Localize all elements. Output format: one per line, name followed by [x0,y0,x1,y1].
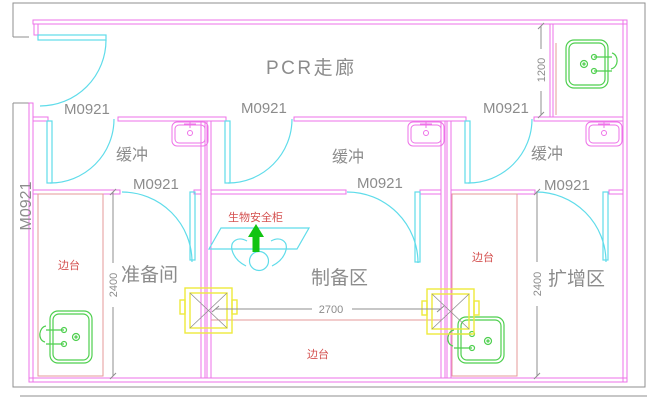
walls [28,19,628,383]
dimensions: 2700 2400 2400 1200 [108,22,548,380]
dimension-line-2400-right [533,188,541,380]
amplification-bench [451,193,518,377]
dimension-line-2400-left [109,188,117,380]
up-arrow-icon [248,224,264,252]
dimension-2400-left: 2400 [108,273,120,297]
buffer1-door-arc [49,118,115,184]
corridor-south-wall-c [293,116,467,122]
biosafety-cabinet-icon [207,227,311,250]
outer-boundary [12,2,647,397]
top-wall [32,19,628,25]
divider-wall-right-b [446,120,452,379]
biosafety-cabinet-label: 生物安全柜 [228,210,283,224]
dimension-line-2700 [211,305,445,313]
benches [37,43,557,377]
mid-wall-f [608,189,624,195]
handwash-sink-icon [171,121,209,147]
room-label-amplification-area: 扩增区 [548,268,605,290]
bench-label-amplification: 边台 [472,250,494,264]
buffer-sinks [171,121,623,147]
entrance-door-jamb [33,23,39,36]
washroom-wall [549,23,554,118]
room-label-production-area: 制备区 [311,267,368,289]
buffer1-door-leaf [46,120,53,184]
mid-wall-e [450,189,536,195]
room-label-buffer-3: 缓冲 [531,145,563,163]
corridor-south-wall-b [117,116,227,122]
prep-room-bench [37,193,104,377]
door-label-buffer1: M0921 [64,101,110,118]
handwash-sink-icon [407,121,445,147]
transfer-windows [179,287,480,335]
prep-room-door-arc [121,191,193,263]
text-labels: PCR走廊 M0921 M0921 M0921 M0921 M0921 M092… [18,57,605,361]
amplification-door-arc [535,191,607,263]
lab-sink-icon [565,39,618,89]
corridor-south-wall-d [533,116,624,122]
bench-label-prep: 边台 [58,258,80,272]
divider-wall-right-a [440,120,446,379]
dimension-line-1200 [537,22,545,119]
lab-sink-icon [447,316,505,364]
buffer2-door-arc [227,118,293,184]
transfer-window-icon [179,287,238,334]
biosafety-cabinet-group [207,224,311,272]
mid-wall-c [210,189,347,195]
bottom-wall [28,377,628,383]
entrance-jamb-lines [13,36,29,104]
dimension-2400-right: 2400 [532,272,544,296]
door-label-prep-room: M0921 [133,176,179,193]
corridor-south-wall-a [32,116,49,122]
lab-sink-icon [39,310,93,364]
doors [37,34,609,264]
room-label-prep-room: 准备间 [121,264,178,286]
dimension-1200: 1200 [536,58,548,82]
door-label-production: M0921 [357,175,403,192]
door-label-buffer2: M0921 [241,100,287,117]
buffer3-door-arc [467,118,533,184]
buffer2-door-leaf [224,120,231,184]
mid-wall-a [32,189,121,195]
entrance-door-leaf [37,34,107,41]
dimension-2700: 2700 [319,304,343,316]
buffer3-door-leaf [464,120,471,184]
door-label-amplification: M0921 [544,177,590,194]
transfer-window-icon [421,288,480,335]
mid-wall-d [419,189,442,195]
outer-boundary-line [12,2,646,388]
room-label-buffer-1: 缓冲 [116,146,148,164]
right-wall [622,19,628,383]
entrance-door-arc [39,39,107,107]
door-label-buffer3: M0921 [483,100,529,117]
bench-label-production: 边台 [307,347,329,361]
lab-sinks [39,39,618,364]
left-wall [28,102,34,383]
corridor-label: PCR走廊 [266,57,357,79]
divider-wall-left-a [200,120,206,379]
door-label-entrance: M0921 [18,181,35,230]
room-label-buffer-2: 缓冲 [332,148,364,166]
handwash-sink-icon [585,121,623,147]
production-door-arc [346,191,419,264]
